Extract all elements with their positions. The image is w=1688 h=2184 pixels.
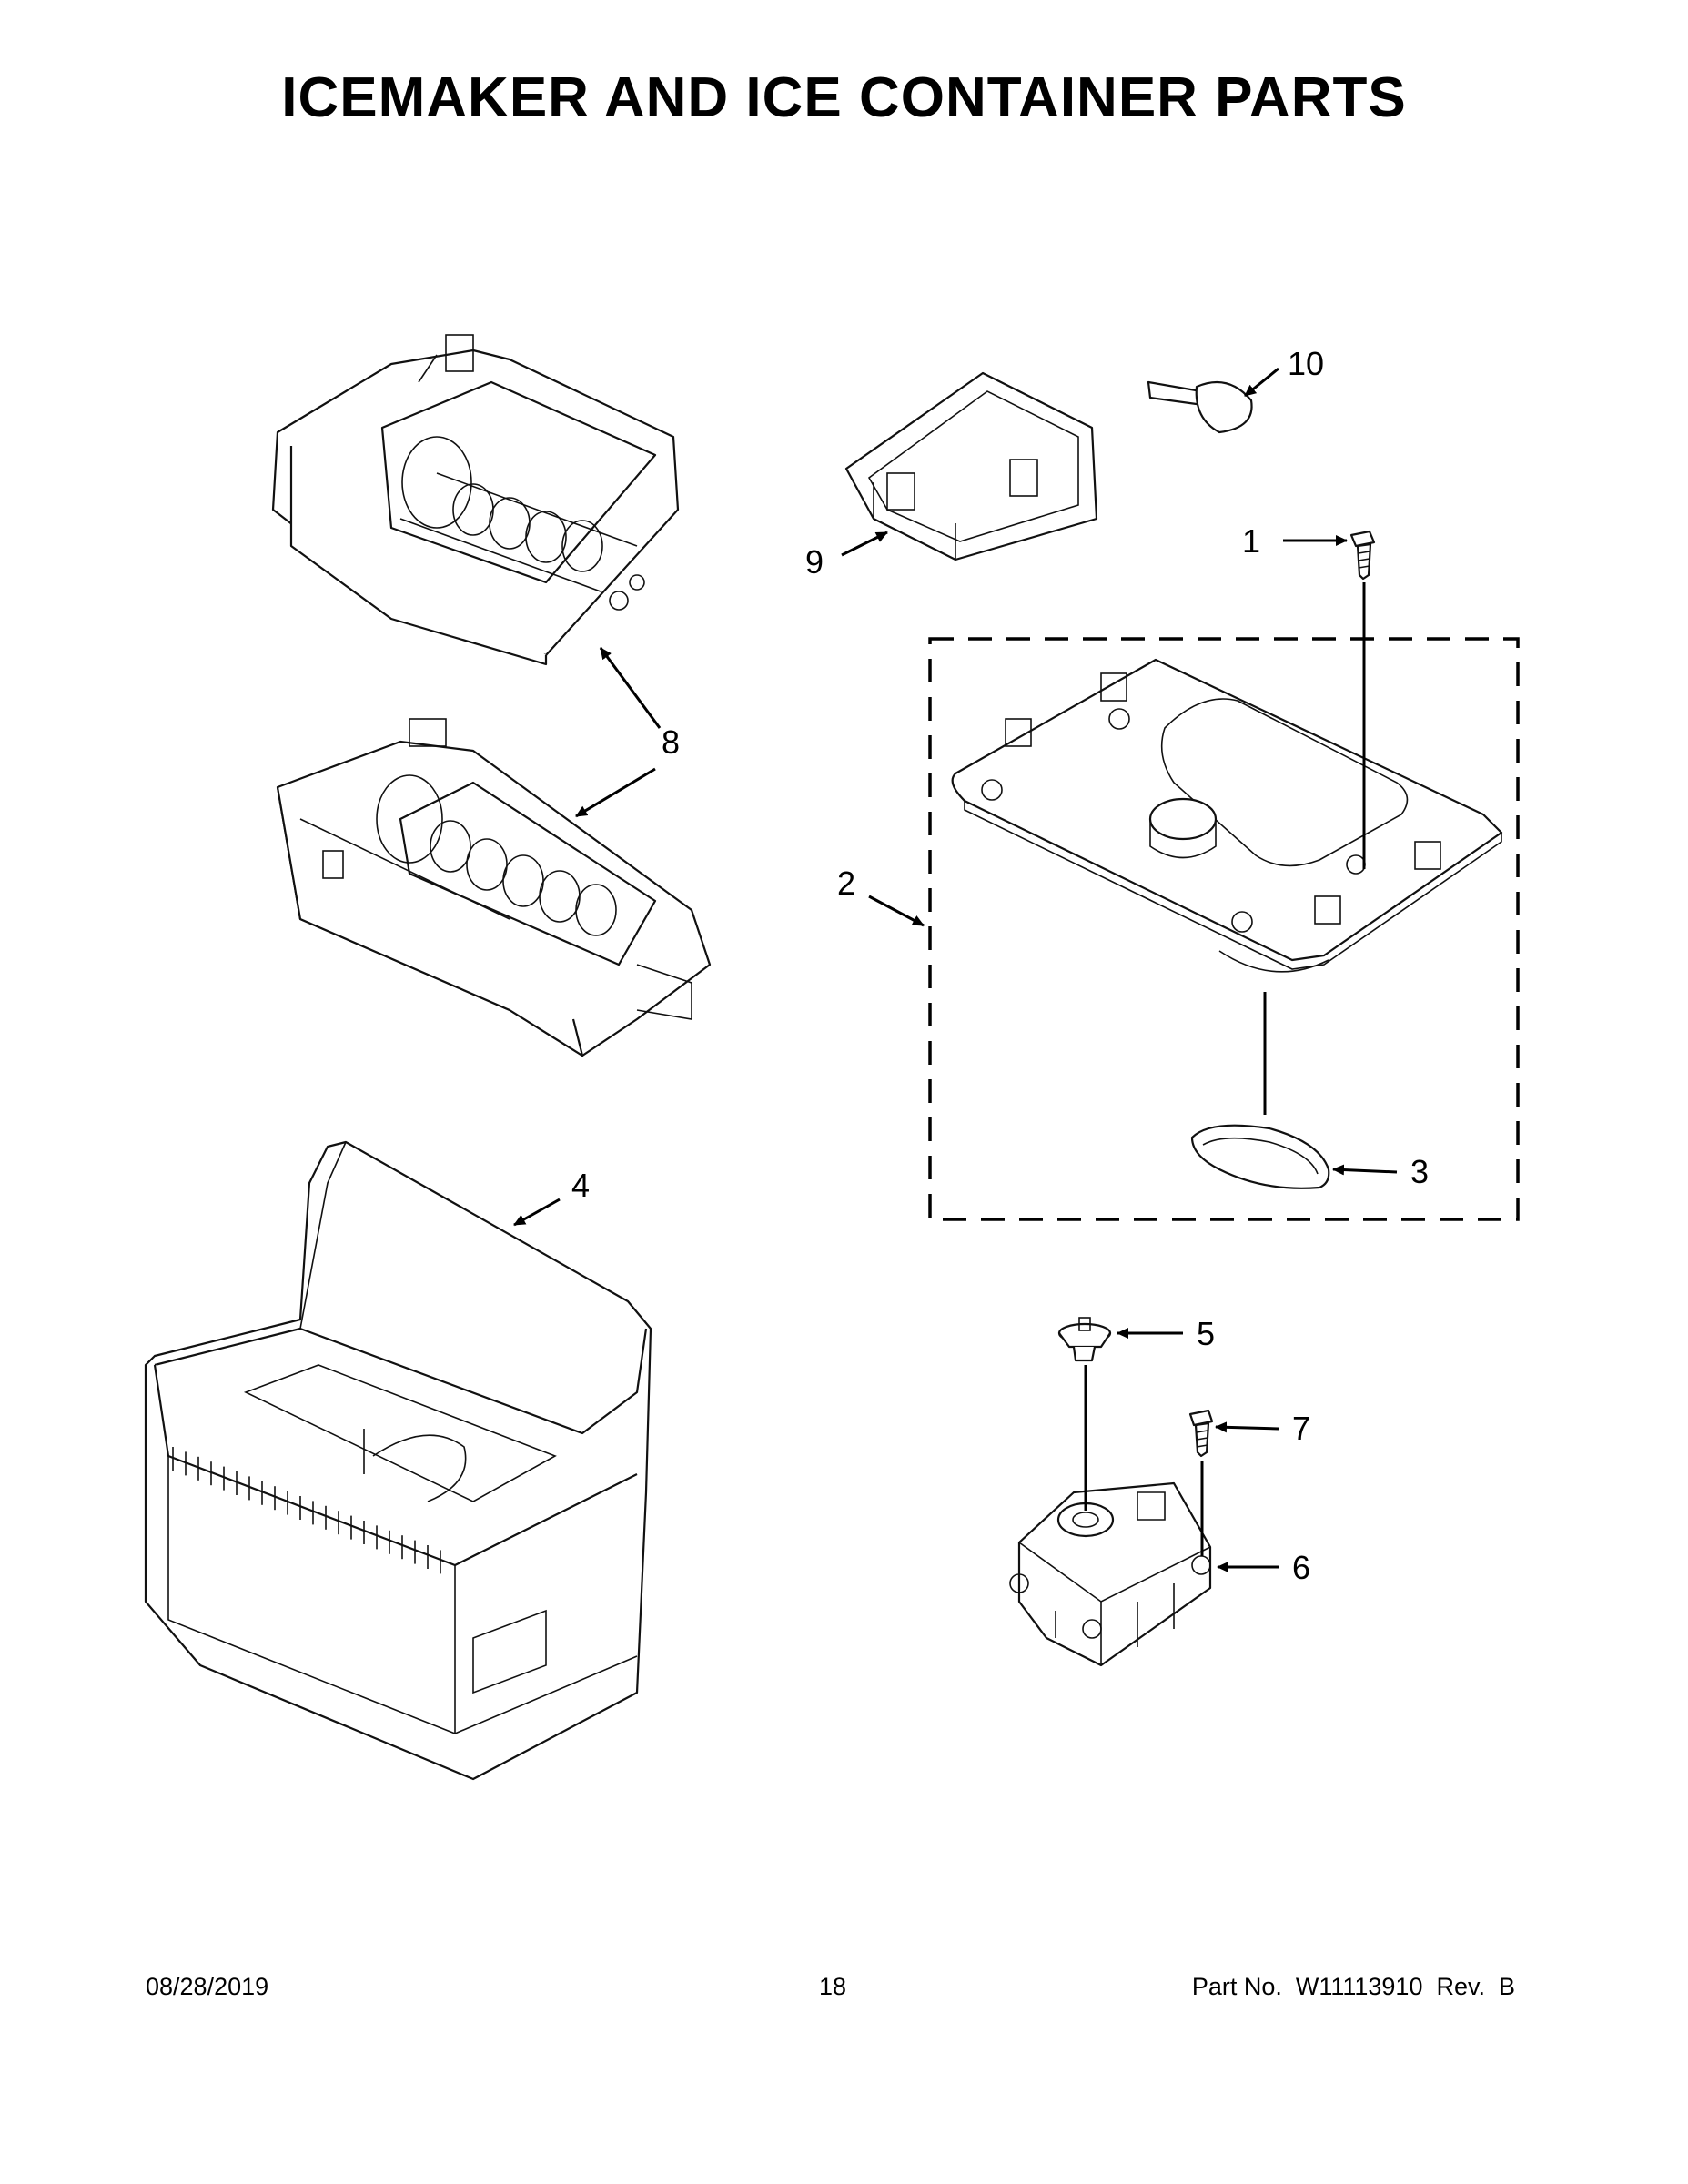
callout-3: 3 xyxy=(1410,1153,1429,1190)
assembly-2-boundary xyxy=(928,637,1520,1221)
leader-lines xyxy=(513,367,1398,1572)
page-title: ICEMAKER AND ICE CONTAINER PARTS xyxy=(281,66,1407,129)
callout-10: 10 xyxy=(1288,345,1324,382)
footer-date: 08/28/2019 xyxy=(146,1973,269,2000)
icemaker-lower-illustration xyxy=(276,718,712,1057)
callout-4: 4 xyxy=(571,1167,590,1204)
callout-8: 8 xyxy=(662,723,680,761)
ice-tray-illustration xyxy=(844,371,1098,561)
gasket-3-illustration xyxy=(1190,1124,1330,1189)
screw-1-illustration xyxy=(1349,530,1376,581)
callout-6: 6 xyxy=(1292,1549,1310,1586)
icemaker-upper-illustration xyxy=(271,334,680,666)
container-cover-plate-illustration xyxy=(951,658,1503,973)
callout-1: 1 xyxy=(1242,522,1260,560)
ice-scoop-illustration xyxy=(1147,380,1253,434)
callout-9: 9 xyxy=(805,543,824,581)
motor-6-illustration xyxy=(1009,1481,1212,1667)
auger-coupler-illustration xyxy=(1057,1317,1112,1362)
callout-labels: 10 9 1 8 2 3 4 5 7 6 xyxy=(571,345,1429,1586)
callout-2: 2 xyxy=(837,864,855,902)
screw-7-illustration xyxy=(1188,1409,1214,1458)
callout-7: 7 xyxy=(1292,1410,1310,1447)
footer-part-number: Part No. W11113910 Rev. B xyxy=(1191,1973,1515,2000)
footer-page-number: 18 xyxy=(819,1973,847,2000)
callout-5: 5 xyxy=(1197,1315,1215,1352)
ice-container-bin-illustration xyxy=(144,1140,652,1781)
